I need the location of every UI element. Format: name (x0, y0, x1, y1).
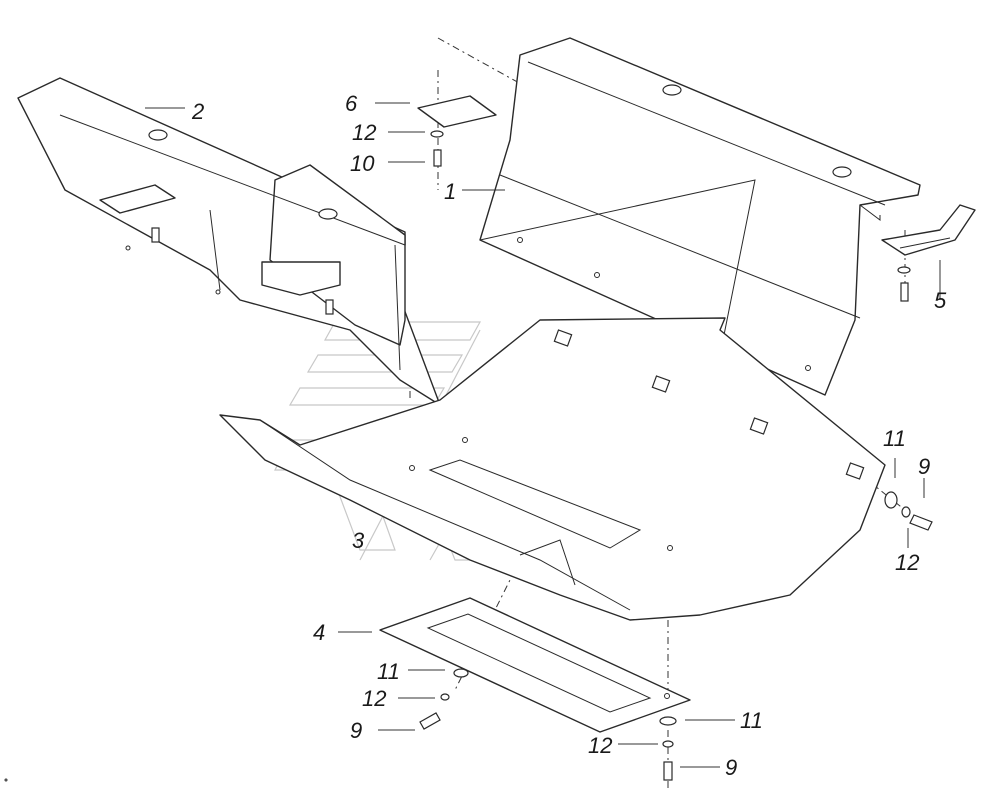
callout-part-12-right: 12 (895, 550, 920, 575)
callout-part-12-bottom: 12 (588, 733, 613, 758)
callout-part-12-top: 12 (352, 120, 377, 145)
callout-part-9-left: 9 (350, 718, 363, 743)
callout-part-10: 10 (350, 151, 375, 176)
callout-part-12-left: 12 (362, 686, 387, 711)
callout-part-11-right: 11 (883, 426, 906, 451)
callout-part-5: 5 (934, 288, 947, 313)
part-1-upper-shield (479, 37, 921, 396)
callout-part-3: 3 (352, 528, 365, 553)
part-5-clip (881, 204, 976, 256)
callout-part-9-right: 9 (918, 454, 931, 479)
leader-lines (145, 102, 941, 768)
callout-part-11-bottom: 11 (740, 708, 763, 733)
callout-part-9-bottom: 9 (725, 755, 738, 780)
callout-part-6: 6 (345, 91, 358, 116)
part-4-bottom-plate (379, 597, 691, 733)
part-3-lower-tray (219, 317, 886, 621)
callout-part-2: 2 (192, 99, 205, 124)
fasteners (419, 130, 933, 781)
callout-part-1: 1 (444, 179, 457, 204)
part-2-left-shield (17, 77, 441, 406)
part-6-top-plate (417, 95, 497, 128)
callout-part-11-left: 11 (377, 659, 400, 684)
stray-mark (4, 778, 8, 782)
callout-part-4: 4 (313, 620, 326, 645)
